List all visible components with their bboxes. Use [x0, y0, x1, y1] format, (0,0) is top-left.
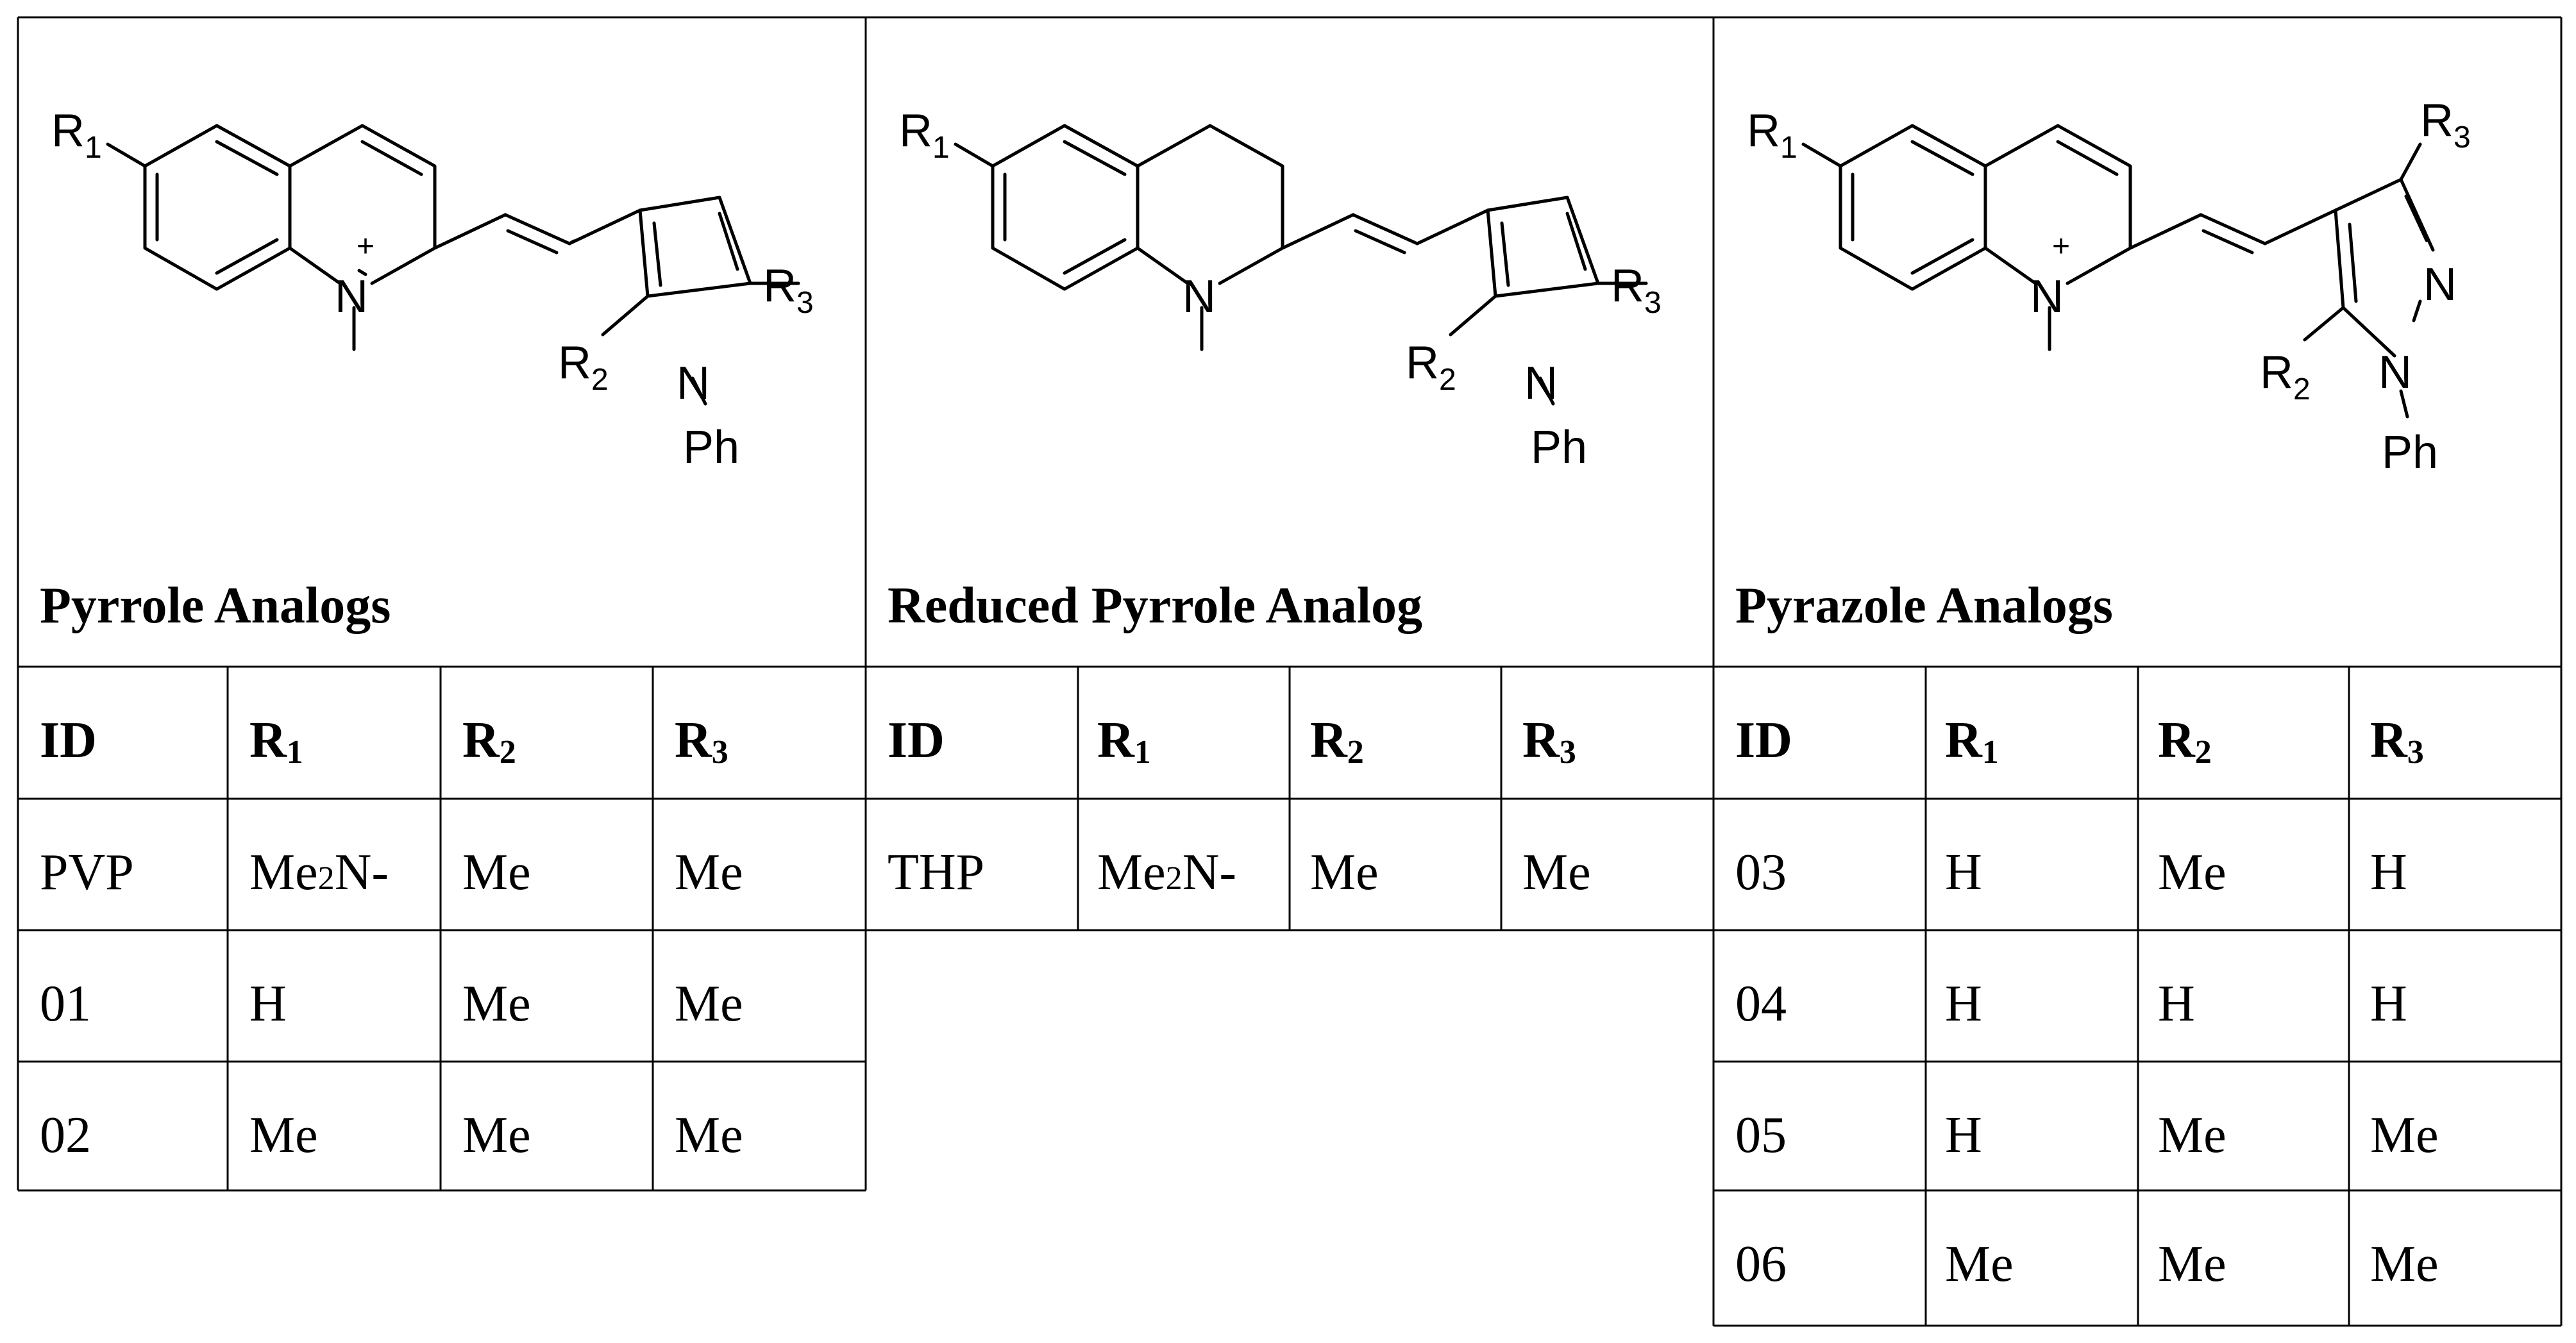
table-header-cell: R2: [1310, 712, 1364, 771]
table-cell: 05: [1735, 1107, 1787, 1164]
table-header-cell: R3: [675, 712, 728, 771]
table-cell: Me: [462, 976, 531, 1032]
table-cell: Me: [2370, 1107, 2439, 1164]
table-cell: Me: [1522, 844, 1591, 901]
r1-label: R1: [51, 105, 102, 165]
table-cell: Me: [2158, 1236, 2227, 1292]
table-cell: 04: [1735, 976, 1787, 1032]
table-cell: Me2N-: [1097, 844, 1237, 901]
table-header-cell: ID: [1735, 712, 1792, 769]
pyrrole-nitrogen-label: N: [677, 358, 710, 409]
structure-reduced-pyrrole-analog: R1 N N Ph R3 R2: [899, 105, 1662, 473]
table-cell: PVP: [40, 844, 134, 901]
table-cell: Me: [1310, 844, 1379, 901]
table-cell: Me2N-: [249, 844, 389, 901]
pyrrole-nitrogen-label: N: [1524, 358, 1558, 409]
table-cell: Me: [462, 844, 531, 901]
r2-label: R2: [558, 337, 609, 397]
table-cell: 03: [1735, 844, 1787, 901]
r3-label: R3: [1611, 260, 1662, 320]
table-cell: 01: [40, 976, 91, 1032]
table-cell: H: [1945, 1107, 1982, 1164]
table-cell: Me: [2158, 844, 2227, 901]
table-header-cell: R1: [1097, 712, 1151, 771]
panel-title-pyrrole: Pyrrole Analogs: [40, 578, 391, 634]
structure-pyrazole-analog: R1 N + R3 N N Ph R2: [1747, 95, 2471, 478]
panel-title-pyrazole: Pyrazole Analogs: [1735, 578, 2113, 634]
phenyl-label: Ph: [683, 422, 739, 473]
table-cell: Me: [1945, 1236, 2014, 1292]
nitrogen-label: N: [2030, 271, 2064, 322]
table-cell: H: [1945, 844, 1982, 901]
table-cell: H: [249, 976, 287, 1032]
table-cell: H: [2370, 844, 2407, 901]
structure-pyrrole-analog: R1 N + N Ph R3 R2: [51, 105, 814, 473]
pyrazole-nitrogen-2-label: N: [2423, 259, 2457, 310]
table-cell: Me: [675, 976, 743, 1032]
phenyl-label: Ph: [2382, 427, 2438, 478]
table-cell: 02: [40, 1107, 91, 1164]
table-cell: 06: [1735, 1236, 1787, 1292]
r1-label: R1: [1747, 105, 1797, 165]
table-header-cell: R3: [1522, 712, 1576, 771]
table-header-cell: ID: [888, 712, 945, 769]
r3-label: R3: [2420, 95, 2471, 154]
table-header-cell: R2: [462, 712, 516, 771]
table-cell: H: [2158, 976, 2195, 1032]
table-header-cell: R1: [1945, 712, 1999, 771]
nitrogen-label: N: [335, 271, 368, 322]
table-header-cell: R2: [2158, 712, 2212, 771]
table-cell: THP: [888, 844, 985, 901]
table-cell: Me: [675, 1107, 743, 1164]
r2-label: R2: [1406, 337, 1456, 397]
plus-charge: +: [357, 229, 375, 263]
plus-charge: +: [2052, 229, 2070, 263]
table-cell: Me: [462, 1107, 531, 1164]
pyrazole-nitrogen-1-label: N: [2378, 347, 2412, 398]
table-cell: Me: [2370, 1236, 2439, 1292]
panel-title-reduced-pyrrole: Reduced Pyrrole Analog: [888, 578, 1423, 634]
table-cell: H: [1945, 976, 1982, 1032]
r3-label: R3: [763, 260, 814, 320]
table-cell: Me: [2158, 1107, 2227, 1164]
table-header-cell: R3: [2370, 712, 2424, 771]
r1-label: R1: [899, 105, 950, 165]
table-cell: Me: [249, 1107, 318, 1164]
phenyl-label: Ph: [1531, 422, 1587, 473]
r2-label: R2: [2260, 347, 2311, 406]
table-header-cell: R1: [249, 712, 303, 771]
nitrogen-label: N: [1183, 271, 1216, 322]
table-cell: Me: [675, 844, 743, 901]
table-cell: H: [2370, 976, 2407, 1032]
table-header-cell: ID: [40, 712, 97, 769]
